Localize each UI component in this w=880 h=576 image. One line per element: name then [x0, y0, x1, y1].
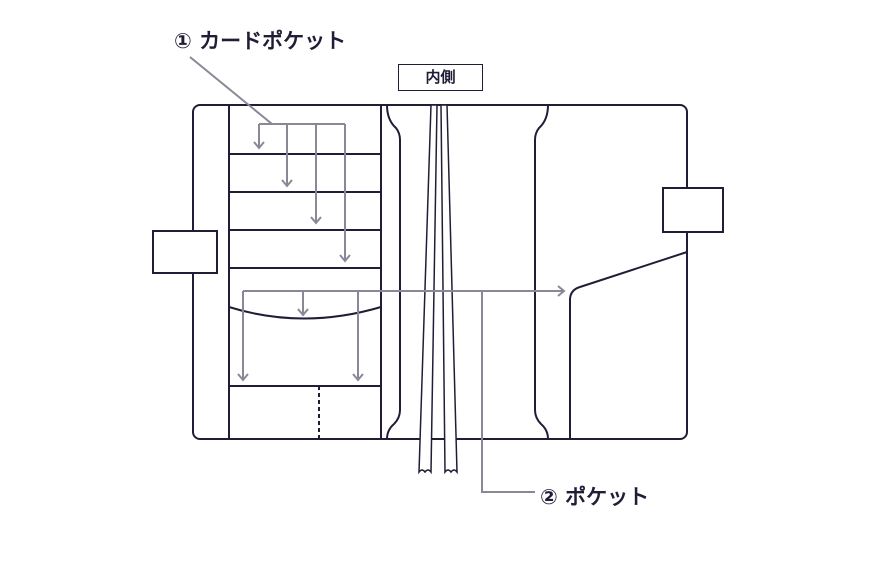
- card-pocket-label: ① カードポケット: [174, 29, 347, 53]
- right-pocket: [569, 251, 688, 439]
- callout-arrows: [189, 56, 566, 493]
- pocket-curve: [228, 306, 382, 320]
- cover-outline: [192, 104, 688, 440]
- elastic-bands: [418, 104, 458, 475]
- card-slots: [229, 153, 381, 269]
- left-tab: [152, 230, 218, 274]
- left-spine-curve: [386, 104, 401, 440]
- right-spine-curve: [534, 104, 549, 440]
- right-tab: [662, 187, 724, 233]
- inside-label: 内側: [398, 64, 483, 91]
- pocket-label: ② ポケット: [540, 485, 650, 509]
